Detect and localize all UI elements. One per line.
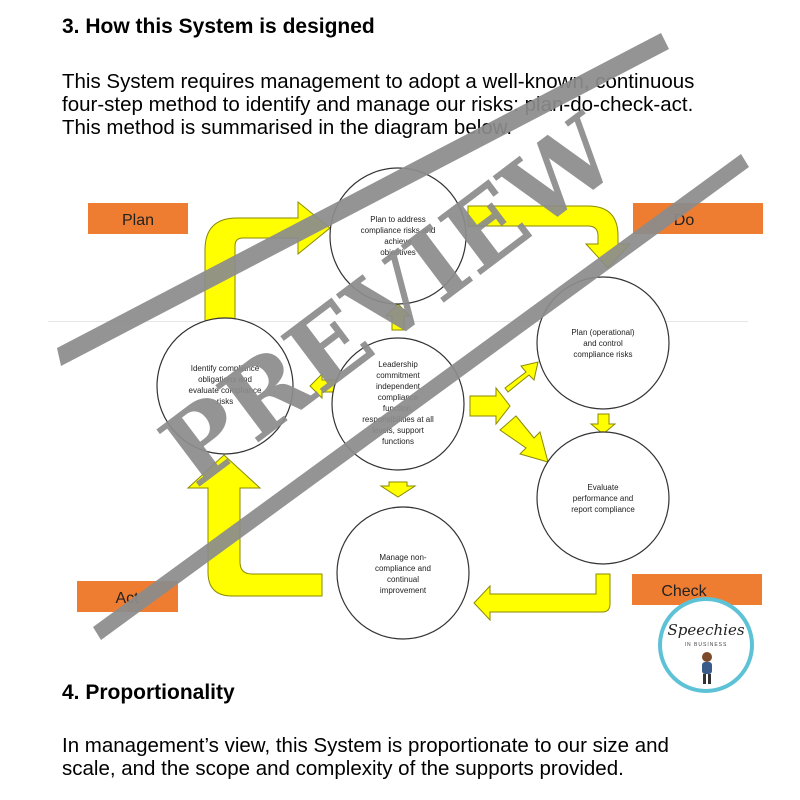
circle-text: Plan (operational) bbox=[571, 328, 634, 337]
circle-text: continual bbox=[387, 575, 419, 584]
circle-text: Manage non- bbox=[379, 553, 426, 562]
circle-text: risks bbox=[217, 397, 233, 406]
logo-tagline: IN BUSINESS bbox=[684, 642, 728, 648]
circle-text: obligations and bbox=[198, 375, 252, 384]
arrow-center-up bbox=[384, 303, 412, 331]
circle-plan-top bbox=[329, 167, 467, 305]
circle-text: evaluate compliance bbox=[189, 386, 262, 395]
circle-text: Evaluate bbox=[587, 483, 619, 492]
circle-text: compliance and bbox=[375, 564, 431, 573]
logo-name: Speechies bbox=[667, 621, 745, 639]
section-4-heading: 4. Proportionality bbox=[62, 681, 235, 704]
circle-text: compliance risks bbox=[573, 350, 632, 359]
circle-text: improvement bbox=[380, 586, 427, 595]
paragraph-line: scale, and the scope and complexity of t… bbox=[62, 757, 624, 780]
section-4-paragraph: In management’s view, this System is pro… bbox=[62, 734, 669, 780]
arrow-manage-to-act bbox=[186, 454, 323, 597]
circle-text: Leadership bbox=[378, 360, 418, 369]
circle-text: objectives bbox=[380, 248, 416, 257]
paragraph-line: In management’s view, this System is pro… bbox=[62, 734, 669, 757]
arrow-act-to-plan bbox=[204, 200, 331, 336]
arrow-to-operational bbox=[504, 361, 539, 393]
arrow-op-to-eval bbox=[589, 413, 617, 435]
arrow-center-right bbox=[469, 386, 511, 426]
logo-figure-icon bbox=[702, 652, 712, 684]
speechies-logo: Speechies IN BUSINESS bbox=[658, 597, 754, 693]
label-plan: Plan bbox=[122, 212, 154, 229]
arrow-to-evaluate bbox=[499, 415, 549, 463]
label-do: Do bbox=[674, 212, 695, 229]
circle-text: compliance risks and bbox=[361, 226, 436, 235]
circle-text: achieve bbox=[384, 237, 412, 246]
circle-text: levels, support bbox=[372, 426, 424, 435]
circle-text: commitment bbox=[376, 371, 420, 380]
circle-text: Plan to address bbox=[370, 215, 426, 224]
circle-text: Identify compliance bbox=[191, 364, 260, 373]
circle-text: independent bbox=[376, 382, 421, 391]
arrow-plan-to-do bbox=[467, 205, 632, 269]
circle-manage bbox=[336, 506, 470, 640]
circle-text: report compliance bbox=[571, 505, 635, 514]
circle-text: and control bbox=[583, 339, 623, 348]
label-act: Act bbox=[115, 590, 139, 607]
circle-text: functions bbox=[382, 437, 414, 446]
arrow-center-down bbox=[379, 481, 417, 498]
circle-text: performance and bbox=[573, 494, 633, 503]
label-do-box bbox=[633, 203, 763, 234]
circle-text: function, bbox=[383, 404, 413, 413]
circle-text: compliance bbox=[378, 393, 419, 402]
section-3-heading: 3. How this System is designed bbox=[62, 15, 375, 38]
circle-text: responsibilities at all bbox=[362, 415, 434, 424]
arrow-check-to-manage bbox=[473, 573, 611, 622]
